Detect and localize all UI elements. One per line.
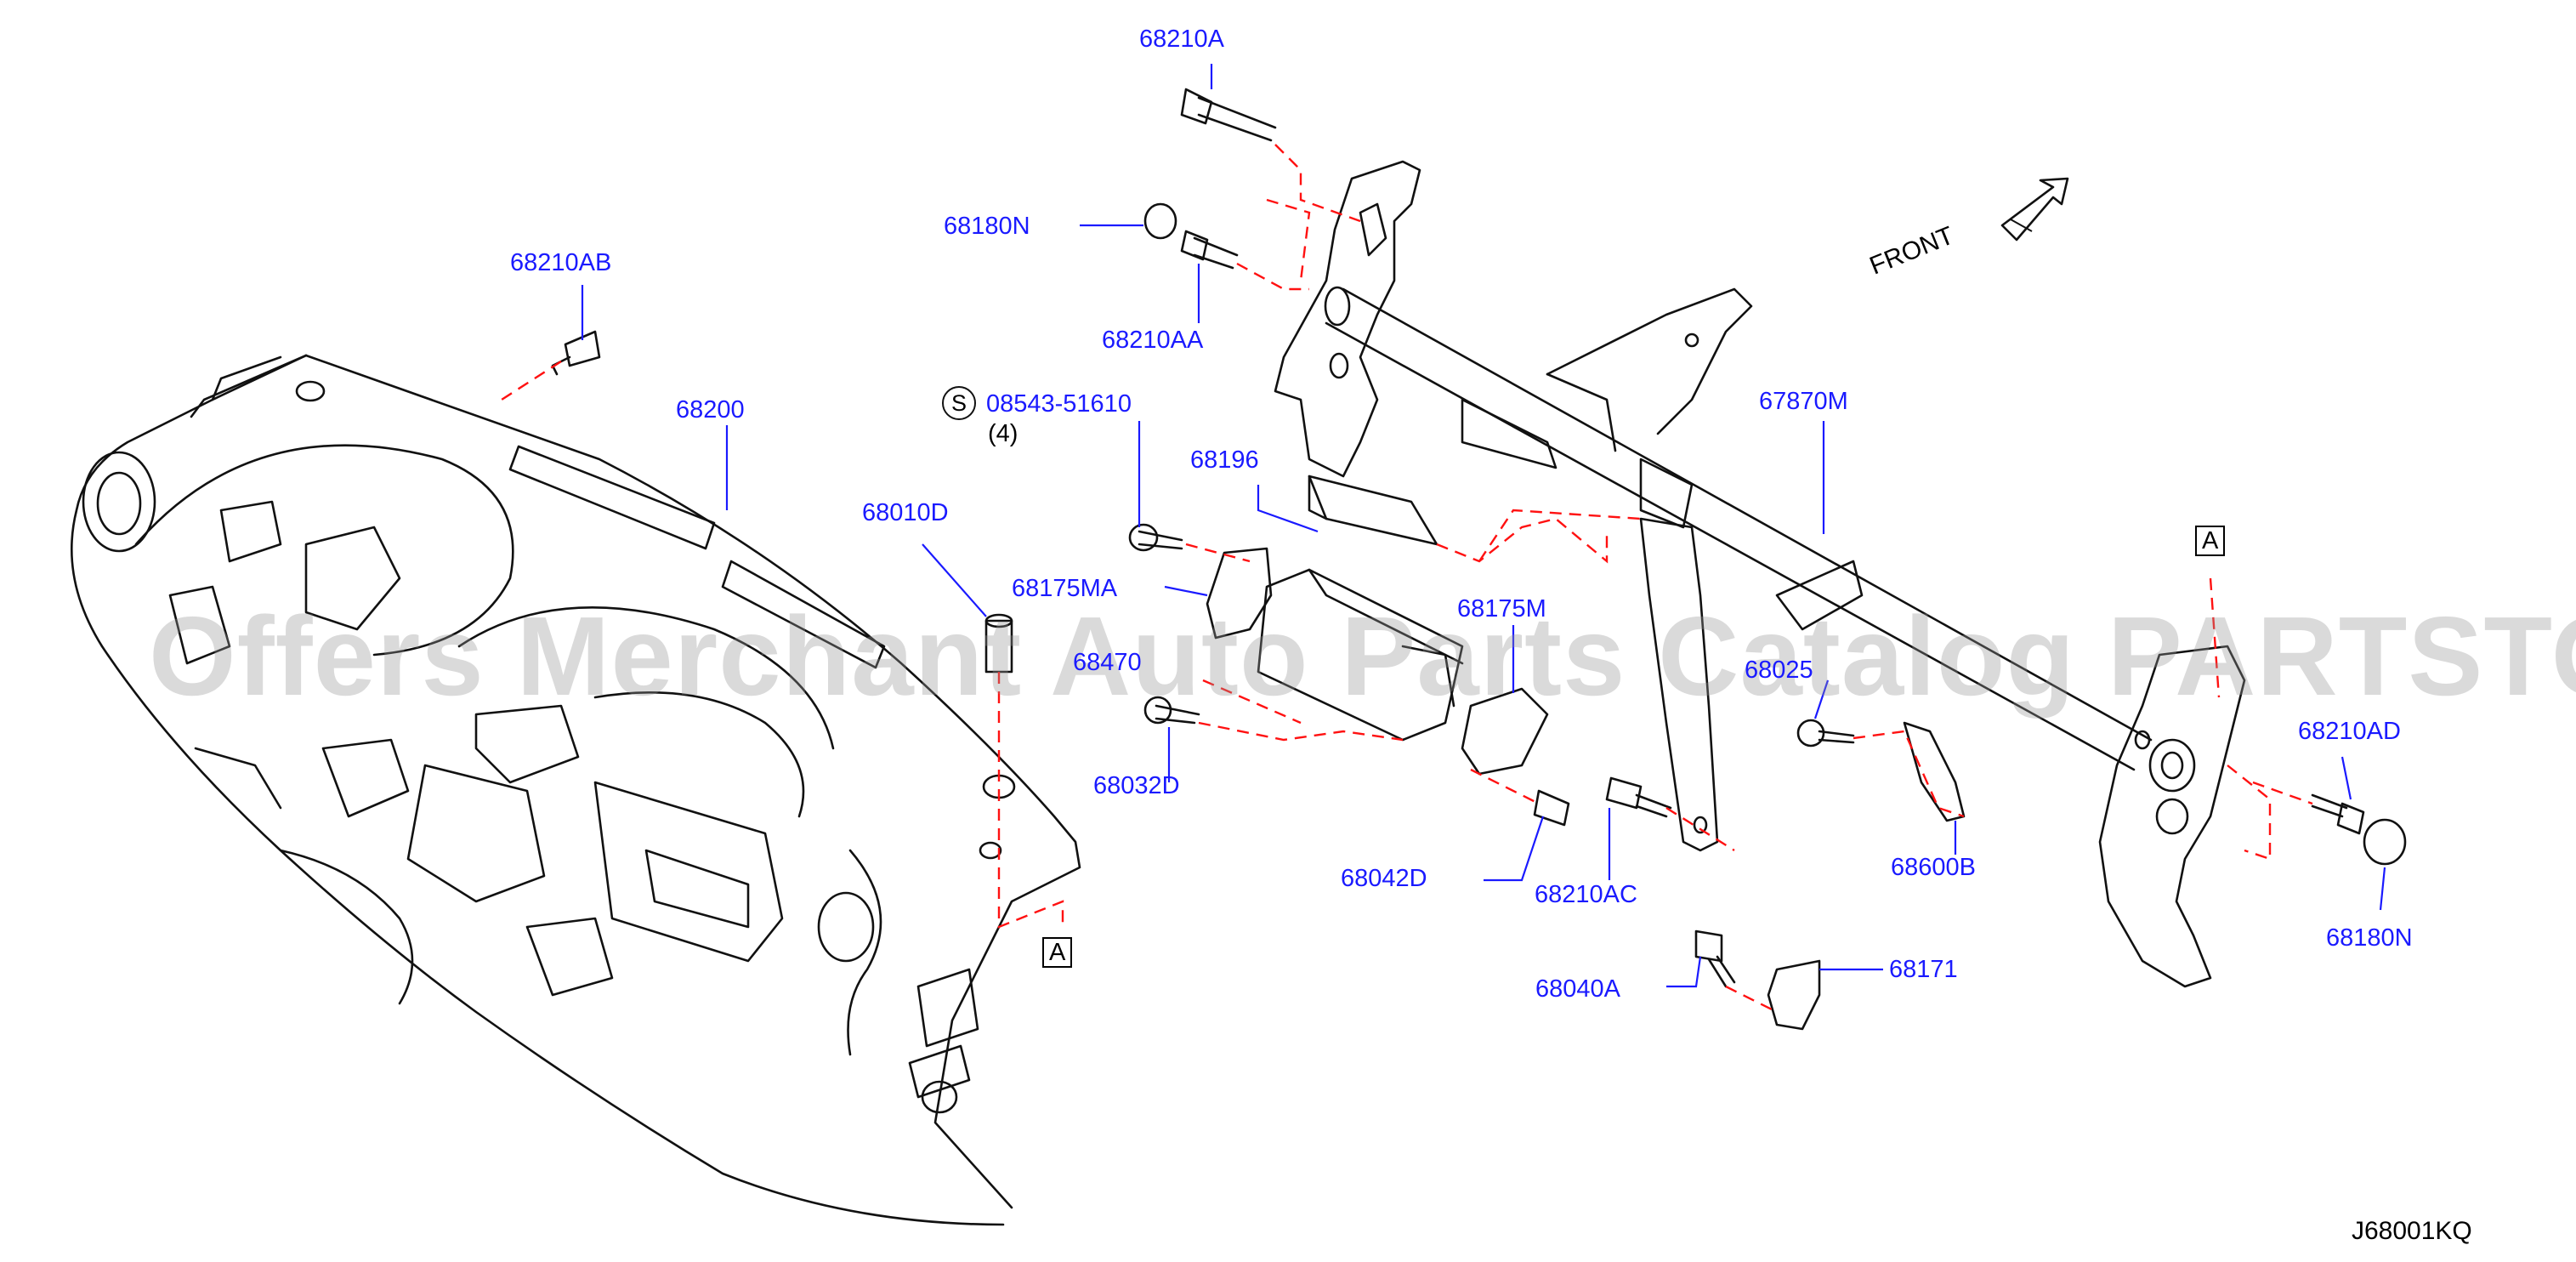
label-68025[interactable]: 68025 (1745, 657, 1813, 684)
front-label: FRONT (1865, 221, 1958, 281)
label-68196[interactable]: 68196 (1190, 446, 1259, 474)
label-68210AC[interactable]: 68210AC (1535, 881, 1637, 908)
label-68180N-top[interactable]: 68180N (944, 213, 1030, 240)
watermark: Offers Merchant Auto Parts Catalog PARTS… (149, 594, 2576, 719)
front-arrow-icon (2000, 177, 2069, 242)
label-68200[interactable]: 68200 (676, 396, 745, 424)
label-68180N-right[interactable]: 68180N (2326, 924, 2413, 952)
label-68010D[interactable]: 68010D (862, 499, 949, 526)
service-symbol: S (951, 390, 967, 416)
label-68210A[interactable]: 68210A (1139, 26, 1224, 53)
label-68210AA[interactable]: 68210AA (1102, 327, 1204, 354)
diagram-code: J68001KQ (2352, 1217, 2472, 1245)
label-68171[interactable]: 68171 (1889, 956, 1958, 983)
label-68175MA[interactable]: 68175MA (1012, 575, 1118, 602)
fasteners-drawing (551, 88, 2407, 1031)
assembly-lines (501, 144, 2313, 1014)
reference-mark-a-right: A (2195, 526, 2226, 556)
service-symbol-circle (942, 386, 976, 420)
label-68470[interactable]: 68470 (1073, 649, 1142, 676)
reference-mark-a-left: A (1042, 937, 1073, 968)
label-67870M[interactable]: 67870M (1759, 388, 1848, 415)
instrument-panel-drawing (70, 354, 1081, 1226)
label-68210AD[interactable]: 68210AD (2298, 718, 2401, 745)
cross-member-drawing (1274, 160, 2246, 988)
label-08543-51610[interactable]: 08543-51610 (986, 390, 1132, 418)
label-68600B[interactable]: 68600B (1891, 854, 1976, 881)
label-68040A[interactable]: 68040A (1535, 975, 1620, 1003)
label-68042D[interactable]: 68042D (1341, 865, 1427, 892)
label-68210AB[interactable]: 68210AB (510, 249, 612, 276)
label-68032D[interactable]: 68032D (1093, 772, 1180, 799)
label-08543-qty: (4) (988, 420, 1018, 447)
label-68175M[interactable]: 68175M (1457, 595, 1546, 622)
leader-lines (581, 64, 2386, 988)
